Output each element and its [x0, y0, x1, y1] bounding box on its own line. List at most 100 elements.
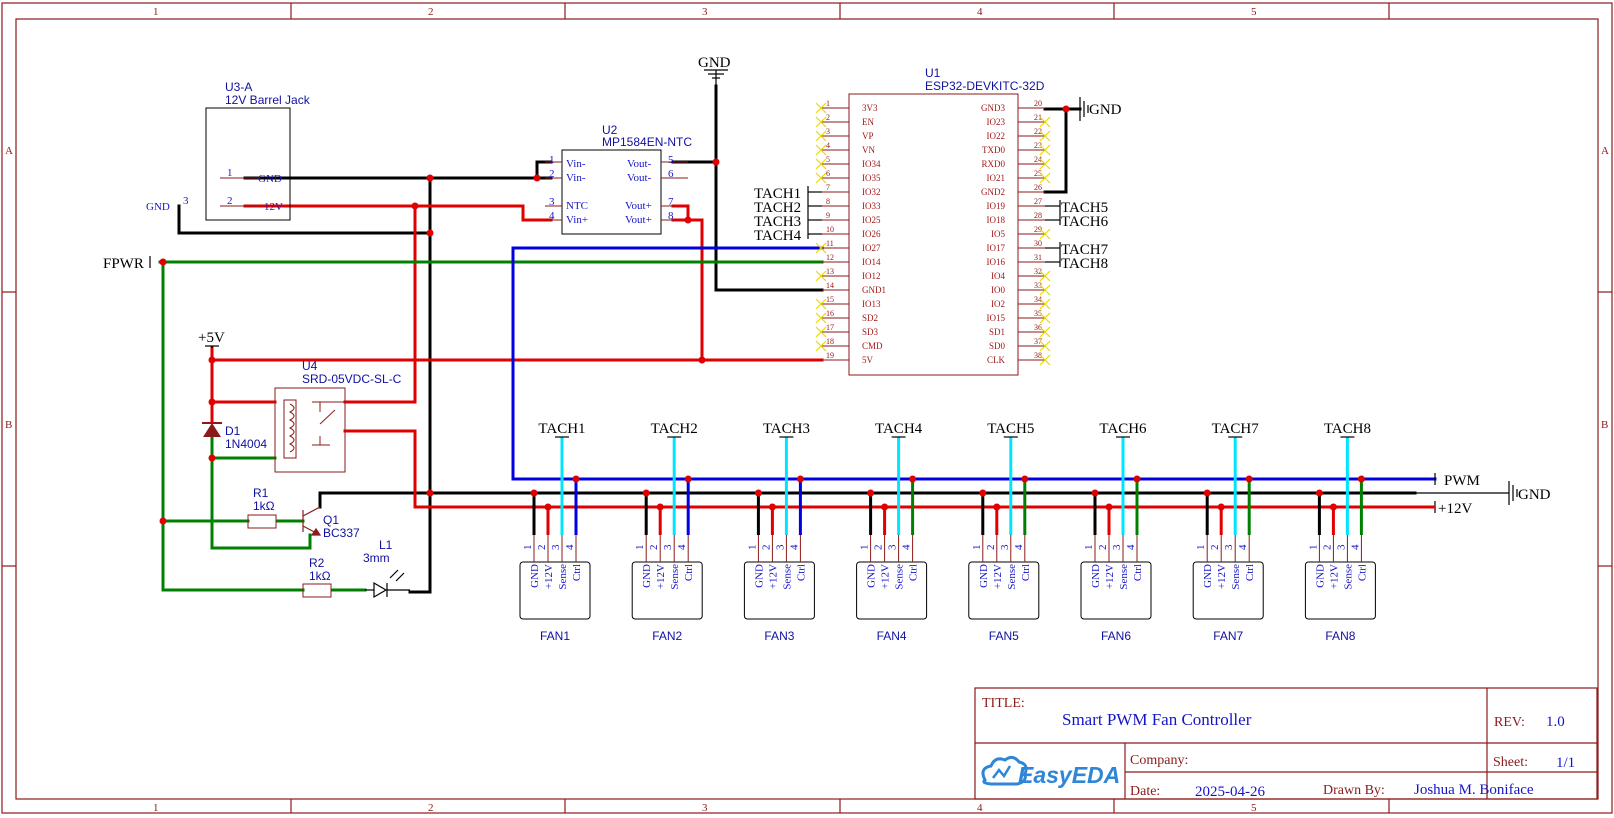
u1-pin-name: CLK	[987, 355, 1006, 365]
no-connect-mark	[1039, 172, 1051, 184]
fan-pin-name: GND	[978, 564, 990, 588]
no-connect-mark	[1039, 326, 1051, 338]
fan-pin-name: Sense	[1118, 564, 1130, 590]
no-connect-mark	[1039, 270, 1051, 282]
fan-connector-body	[743, 561, 815, 620]
u1-pin-name: VN	[862, 145, 875, 155]
no-connect-mark	[1039, 340, 1051, 352]
fan-pin-name: GND	[753, 564, 765, 588]
fan-tach-label: TACH3	[763, 421, 810, 437]
u2-pin-name: Vout+	[625, 200, 652, 212]
u3-pin1-num: 1	[227, 167, 233, 179]
u1-pin-number: 29	[1034, 225, 1042, 234]
u1-pin-name: IO0	[991, 285, 1005, 295]
junction-dot	[1357, 475, 1365, 483]
fan-pin-number: 3	[774, 544, 786, 550]
l1-value: 3mm	[363, 551, 390, 565]
r1-value: 1kΩ	[253, 499, 275, 513]
fan-pin-number: 4	[901, 544, 913, 550]
row-label-right: B	[1601, 419, 1608, 431]
col-label-bottom: 3	[702, 802, 708, 814]
fan-tach-label: TACH4	[875, 421, 923, 437]
fan-pin-name: GND	[1202, 564, 1214, 588]
junction-dot	[426, 489, 434, 497]
u1-pin-number: 12	[826, 253, 834, 262]
junction-dot	[867, 489, 875, 497]
junction-dots	[159, 105, 1365, 525]
fan-pin-number: 1	[1195, 545, 1207, 551]
easyeda-logo-text: EasyEDA	[1018, 762, 1120, 788]
fan-connector-body	[1080, 561, 1152, 620]
junction-dot	[544, 503, 552, 511]
fan-pin-number: 1	[634, 545, 646, 551]
u4-relay	[274, 387, 346, 473]
u1-pin-number: 5	[826, 155, 830, 164]
u2-pin-num: 5	[668, 154, 674, 166]
l1-led	[365, 569, 410, 599]
u1-pin-name: 5V	[862, 355, 874, 365]
u1-pin-name: IO21	[987, 173, 1006, 183]
u1-pin-number: 37	[1034, 337, 1042, 346]
fan-pin-name: GND	[866, 564, 878, 588]
rev-value: 1.0	[1546, 714, 1565, 730]
fan-pin-name: Ctrl	[1244, 564, 1256, 581]
no-connect-mark	[815, 270, 827, 282]
u1-pin-name: IO19	[987, 201, 1006, 211]
u2-pin-name: Vin+	[566, 214, 588, 226]
u1-pin-number: 8	[826, 197, 830, 206]
u1-pin-name: IO32	[862, 187, 881, 197]
fan-pin-number: 2	[1097, 545, 1109, 551]
col-label-bottom: 5	[1251, 802, 1257, 814]
fan-pin-name: Sense	[1230, 564, 1242, 590]
net-label-tach8: TACH8	[1061, 256, 1108, 272]
u1-pin-name: RXD0	[981, 159, 1005, 169]
u1-pin-number: 20	[1034, 99, 1042, 108]
fan-tach-label: TACH5	[987, 421, 1034, 437]
junction-dot	[1217, 503, 1225, 511]
fan-pin-number: 3	[887, 544, 899, 550]
r1-ref: R1	[253, 486, 269, 500]
fan-pin-number: 3	[1335, 544, 1347, 550]
plus5v-symbol	[205, 345, 219, 348]
junction-dot	[1091, 489, 1099, 497]
d1-ref: D1	[225, 424, 241, 438]
row-label-right: A	[1601, 145, 1609, 157]
u4-ref: U4	[302, 359, 318, 373]
junction-dot	[208, 454, 216, 462]
junction-dot	[572, 475, 580, 483]
u1-pin-number: 38	[1034, 351, 1042, 360]
u1-pin-number: 21	[1034, 113, 1042, 122]
u1-value: ESP32-DEVKITC-32D	[925, 79, 1045, 93]
gnd-net-label-u1: GND	[1089, 102, 1122, 118]
col-label-top: 3	[702, 6, 708, 18]
fan-pin-number: 1	[1307, 545, 1319, 551]
fan-ref: FAN2	[652, 629, 682, 643]
u1-pin-name: IO17	[987, 243, 1006, 253]
u3-value: 12V Barrel Jack	[225, 93, 311, 107]
q1-transistor	[302, 506, 322, 536]
fan-pin-number: 2	[536, 545, 548, 551]
junction-dot	[1133, 475, 1141, 483]
u1-pin-number: 16	[826, 309, 834, 318]
u2-pin-name: NTC	[566, 200, 588, 212]
fan-pin-number: 4	[1125, 544, 1137, 550]
fan-pin-name: GND	[1090, 564, 1102, 588]
fan-pin-number: 2	[873, 545, 885, 551]
u1-pin-name: IO2	[991, 299, 1005, 309]
net-label-tach6: TACH6	[1061, 214, 1109, 230]
junction-dot	[796, 475, 804, 483]
fan-pin-name: Ctrl	[1132, 564, 1144, 581]
r2-resistor	[302, 583, 332, 598]
q1-ref: Q1	[323, 513, 339, 527]
fan-tach-label: TACH8	[1324, 421, 1371, 437]
u1-pin-name: IO12	[862, 271, 881, 281]
u3-pin3-num: 3	[183, 195, 189, 207]
u1-pin-number: 6	[826, 169, 830, 178]
junction-dot	[712, 158, 720, 166]
no-connect-mark	[815, 144, 827, 156]
fan-pin-name: Ctrl	[795, 564, 807, 581]
fan-pin-number: 1	[1083, 545, 1095, 551]
u1-pin-number: 32	[1034, 267, 1042, 276]
no-connect-mark	[815, 326, 827, 338]
